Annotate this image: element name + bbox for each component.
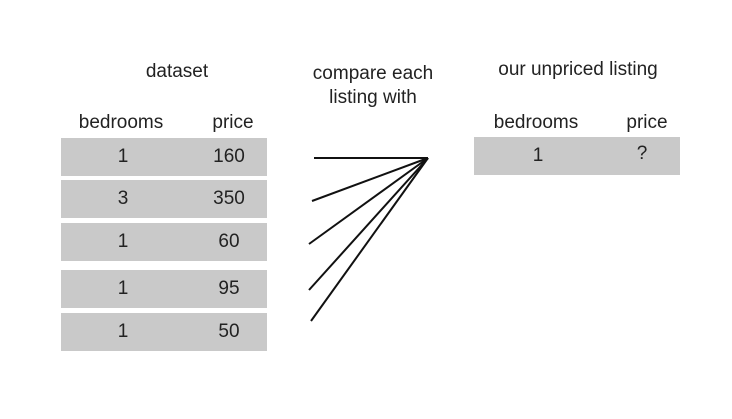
dataset-header-price: price bbox=[212, 112, 254, 133]
dataset-row: 3 350 bbox=[61, 180, 267, 218]
compare-label-line1: compare each bbox=[312, 63, 434, 84]
connector-line bbox=[308, 157, 429, 245]
dataset-header-bedrooms: bedrooms bbox=[78, 112, 164, 133]
row-price: 95 bbox=[218, 278, 240, 299]
row-bedrooms: 1 bbox=[532, 145, 544, 166]
unpriced-header-price: price bbox=[626, 112, 668, 133]
row-price: 160 bbox=[213, 146, 245, 167]
dataset-row: 1 50 bbox=[61, 313, 267, 351]
connector-line bbox=[308, 157, 429, 291]
dataset-title: dataset bbox=[145, 61, 209, 82]
row-price: 60 bbox=[218, 231, 240, 252]
dataset-row: 1 60 bbox=[61, 223, 267, 261]
row-price: ? bbox=[636, 143, 648, 164]
row-bedrooms: 1 bbox=[117, 231, 129, 252]
row-price: 50 bbox=[218, 321, 240, 342]
row-bedrooms: 1 bbox=[117, 146, 129, 167]
dataset-row: 1 95 bbox=[61, 270, 267, 308]
unpriced-header-bedrooms: bedrooms bbox=[493, 112, 579, 133]
row-bedrooms: 3 bbox=[117, 188, 129, 209]
row-bedrooms: 1 bbox=[117, 278, 129, 299]
unpriced-row: 1 ? bbox=[474, 137, 680, 175]
unpriced-title: our unpriced listing bbox=[498, 59, 658, 80]
connector-line bbox=[310, 157, 429, 322]
row-price: 350 bbox=[213, 188, 245, 209]
compare-label-line2: listing with bbox=[329, 87, 417, 108]
dataset-row: 1 160 bbox=[61, 138, 267, 176]
connector-line bbox=[311, 157, 429, 202]
row-bedrooms: 1 bbox=[117, 321, 129, 342]
